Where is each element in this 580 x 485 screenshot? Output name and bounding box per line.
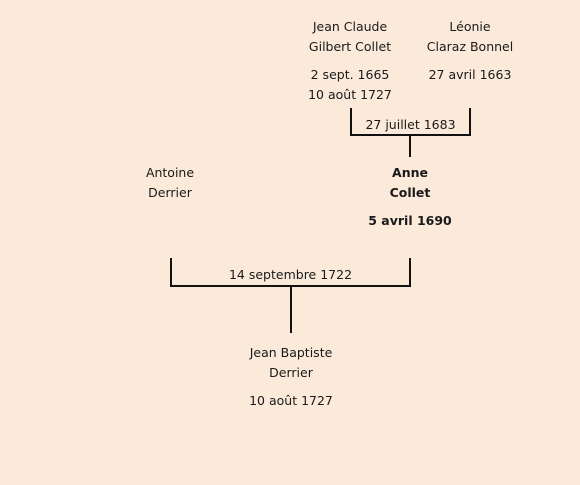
marriage-date-parents: 27 juillet 1683	[365, 117, 456, 132]
person-jean-baptiste-derrier[interactable]: Jean Baptiste Derrier 10 août 1727	[215, 343, 367, 411]
person-death-date: 10 août 1727	[308, 87, 392, 102]
person-name-line2: Derrier	[269, 365, 313, 380]
person-name-line1: Anne	[392, 165, 428, 180]
marriage-date-couple: 14 septembre 1722	[228, 267, 353, 282]
person-name-line1: Antoine	[145, 165, 195, 180]
marriage-connector-right	[409, 258, 411, 287]
marriage-connector-right	[469, 108, 471, 136]
person-name-line1: Jean Claude	[312, 19, 388, 34]
person-birth-date: 5 avril 1690	[368, 213, 452, 228]
descent-connector-parents	[409, 136, 411, 157]
person-name-line2: Collet	[389, 185, 431, 200]
person-antoine-derrier[interactable]: Antoine Derrier	[110, 163, 230, 203]
person-anne-collet[interactable]: Anne Collet 5 avril 1690	[350, 163, 470, 231]
person-birth-date: 27 avril 1663	[428, 67, 512, 82]
person-jean-claude-gilbert-collet[interactable]: Jean Claude Gilbert Collet 2 sept. 1665 …	[290, 17, 410, 105]
marriage-connector-left	[170, 258, 172, 287]
person-name-line2: Gilbert Collet	[308, 39, 392, 54]
descent-connector-couple	[290, 287, 292, 333]
person-name-line1: Léonie	[449, 19, 491, 34]
person-birth-date: 10 août 1727	[249, 393, 333, 408]
marriage-connector-bottom	[350, 134, 471, 136]
marriage-connector-left	[350, 108, 352, 136]
person-name-line2: Derrier	[148, 185, 192, 200]
person-leonie-claraz-bonnel[interactable]: Léonie Claraz Bonnel 27 avril 1663	[410, 17, 530, 85]
person-name-line2: Claraz Bonnel	[426, 39, 514, 54]
person-name-line1: Jean Baptiste	[249, 345, 333, 360]
person-birth-date: 2 sept. 1665	[310, 67, 390, 82]
marriage-connector-bottom	[170, 285, 411, 287]
